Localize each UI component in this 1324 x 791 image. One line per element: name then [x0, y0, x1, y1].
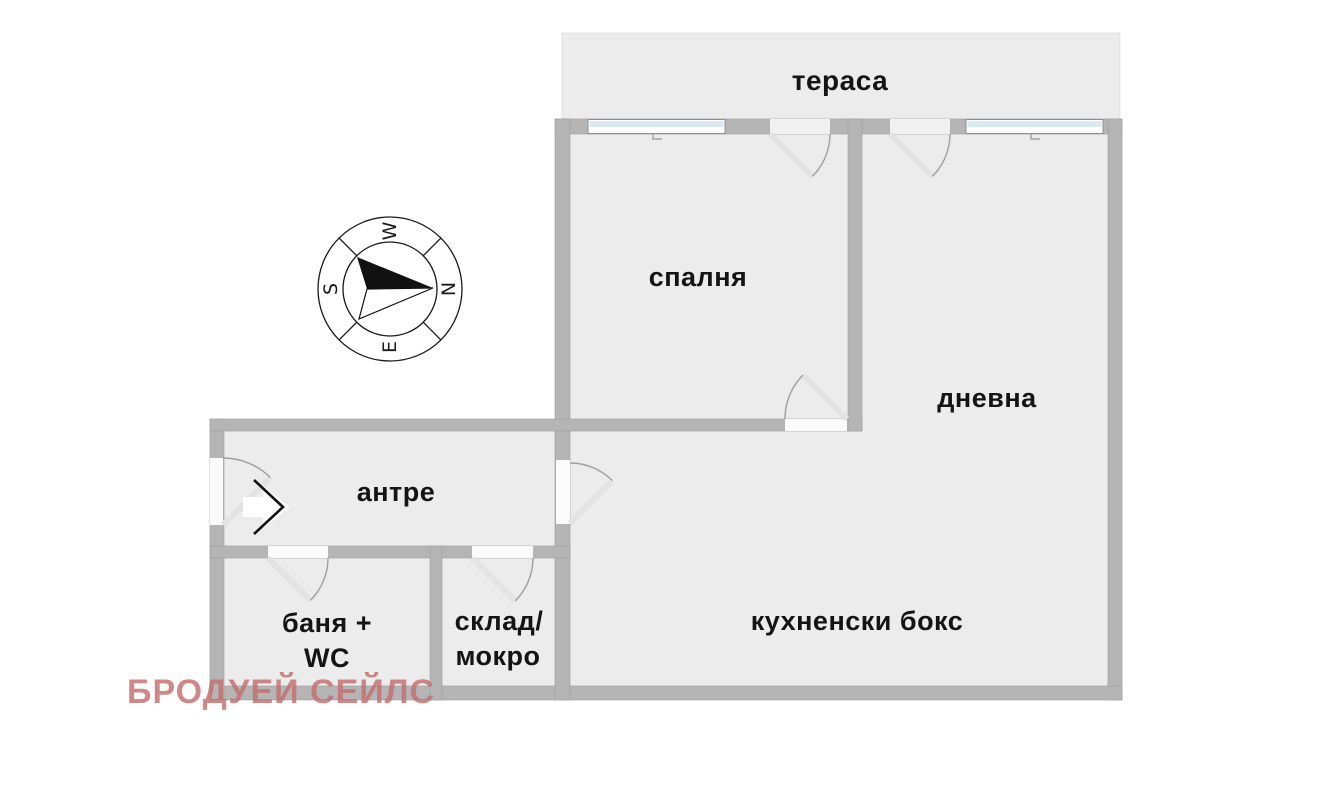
living-label: дневна — [937, 383, 1037, 413]
compass-letter-s: S — [320, 283, 342, 295]
wall-right — [1107, 118, 1123, 701]
hallway-label: антре — [357, 477, 436, 507]
terrace-floor — [561, 32, 1121, 120]
entrance-door-opening — [210, 458, 223, 525]
door-swing-hallway-kitchen — [567, 462, 615, 526]
compass-rose-icon: N E S W — [317, 216, 463, 362]
terrace-label: тераса — [792, 65, 888, 96]
bathroom-door-opening — [268, 546, 328, 558]
bedroom-label: спалня — [649, 262, 748, 292]
bathroom-label-line1: баня + — [282, 608, 372, 638]
bathroom-floor — [223, 557, 431, 687]
bedroom-door-opening — [785, 419, 847, 431]
door-swing-terrace-bedroom — [767, 131, 831, 179]
wall-horizontal-mid — [209, 418, 863, 432]
entrance-arrow-icon — [243, 479, 290, 535]
door-swing-bathroom — [265, 555, 329, 603]
compass-letter-w: W — [379, 221, 401, 240]
bedroom-floor — [569, 133, 849, 420]
terrace-door-opening-bedroom — [770, 119, 830, 134]
window-living — [965, 119, 1104, 140]
bathroom-label-line2: WC — [304, 643, 350, 673]
door-swing-storage — [469, 555, 534, 604]
hallway-floor — [223, 430, 556, 547]
kitchen-label: кухненски бокс — [751, 606, 963, 636]
hallway-kitchen-door-opening — [556, 460, 570, 524]
wall-vertical-mid — [554, 118, 571, 701]
agency-watermark: БРОДУЕЙ СЕЙЛС — [127, 672, 435, 711]
window-sill-tick — [652, 134, 662, 140]
compass-needle — [357, 257, 433, 289]
wall-bath-storage — [429, 545, 443, 701]
window-bedroom — [587, 119, 726, 140]
storage-label-line2: мокро — [455, 641, 540, 671]
compass-needle-outline — [358, 287, 434, 321]
window-sill-tick — [1030, 134, 1040, 140]
compass-letter-e: E — [379, 341, 401, 353]
door-swing-bedroom — [784, 372, 850, 422]
storage-door-opening — [472, 546, 533, 558]
storage-label-line1: склад/ — [455, 606, 544, 636]
door-swing-terrace-living — [887, 131, 951, 179]
terrace-door-opening-living — [890, 119, 950, 134]
compass-letter-n: N — [438, 282, 460, 296]
wall-bedroom-living — [847, 118, 863, 432]
